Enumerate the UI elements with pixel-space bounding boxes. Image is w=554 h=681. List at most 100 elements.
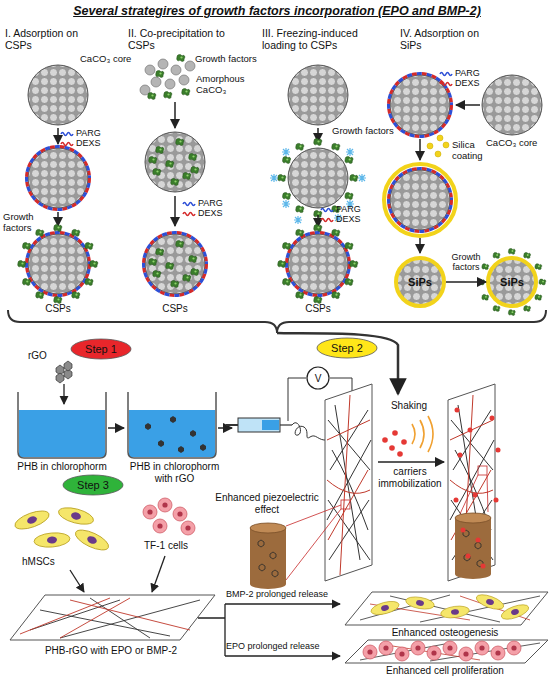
osteogenesis-mat: [360, 595, 450, 620]
panel-four: [427, 135, 449, 157]
release-label: BMP-2 prolonged release: [226, 589, 342, 599]
particle-label: CSPs: [293, 303, 343, 315]
beaker: [18, 392, 106, 458]
beaker-with-rgo: [190, 430, 196, 437]
carriers: [397, 451, 403, 457]
osteogenesis-mat: [475, 592, 506, 612]
panel-two: [174, 196, 176, 226]
tf1-cells: [143, 498, 195, 535]
process-arrow: [218, 427, 232, 429]
illustration: [448, 384, 495, 590]
process-arrow: [378, 461, 444, 463]
part-label: Growth factors: [195, 54, 267, 65]
tf1-cells: [158, 498, 172, 512]
hmsc-cells: [57, 505, 95, 528]
panel-two: [164, 92, 172, 99]
zoom-lines: [286, 505, 341, 526]
figure-title: Several strategires of growth factors in…: [0, 4, 554, 18]
panel-four: [435, 151, 441, 157]
hmsc-cells: [33, 531, 70, 548]
carriers: [494, 498, 499, 503]
legend-samples: [183, 213, 195, 216]
legend-samples: [61, 133, 73, 136]
tf1-cells: [181, 521, 195, 535]
panel-three: [346, 148, 354, 156]
osteogenesis-mat: [500, 602, 531, 622]
node-text-box: Step 2: [316, 337, 378, 359]
meter-circle: [307, 367, 329, 389]
carriers: [461, 528, 466, 533]
legend-entry: DEXS: [198, 208, 223, 218]
silica-particle: [396, 258, 444, 306]
illustration: [250, 523, 286, 589]
add-arrow: [63, 384, 64, 404]
part-label: Growth factors: [3, 212, 51, 234]
effect-label: Enhanced piezoelectric effect: [212, 492, 322, 515]
proliferation-mat: [379, 641, 393, 655]
panel-three: [288, 148, 348, 208]
panel-two: [151, 77, 161, 87]
osteogenesis-mat: [475, 592, 506, 612]
particle-label: CSPs: [33, 303, 83, 315]
outcome-label: Enhanced osteogenesis: [360, 627, 530, 639]
syringe: [238, 418, 280, 432]
legend-entry: DEXS: [76, 138, 101, 148]
step-oval: Step 3: [62, 474, 124, 496]
legend-samples: [440, 83, 452, 86]
tf1-cells: [143, 505, 157, 519]
process-arrow: [108, 427, 124, 429]
panel-four: [384, 74, 546, 316]
panel-three: [270, 174, 278, 182]
shaking-waves: [412, 424, 415, 444]
carriers: [481, 564, 486, 569]
rgo-flakes: [64, 361, 72, 371]
process-label: carriers immobilization: [372, 466, 448, 489]
panel-two: [156, 71, 164, 78]
panel-one: [57, 212, 59, 226]
panel-three: [288, 234, 348, 294]
panel-four: [482, 75, 542, 135]
particle-node: SiPs: [486, 256, 538, 308]
panel-heading: II. Co-precipitation to CSPs: [128, 27, 253, 51]
rgo-flakes: [56, 373, 64, 383]
legend-samples: [183, 203, 195, 206]
brace: [8, 310, 546, 333]
beaker-with-rgo: [128, 392, 216, 458]
beaker-with-rgo: [200, 444, 206, 451]
panel-three: [282, 148, 290, 156]
panel-four: [478, 249, 546, 316]
panel-one: [28, 148, 88, 208]
scaffold-mat: [20, 598, 110, 634]
panel-one: [18, 225, 98, 304]
zoom-lines: [460, 475, 478, 514]
proliferation-mat: [345, 640, 548, 663]
osteogenesis-mat: [440, 604, 470, 619]
osteogenesis-mat: [345, 592, 548, 625]
legend-entry: PARG: [198, 198, 223, 208]
beaker-with-rgo: [178, 446, 184, 453]
node-text: V: [315, 373, 322, 384]
panel-two: [185, 61, 195, 71]
panel-three: [288, 65, 348, 125]
panel-two: [145, 132, 205, 192]
osteogenesis-mat: [360, 595, 540, 622]
step-oval: Step 2: [316, 337, 378, 359]
carriers: [382, 437, 388, 443]
part-label: PHB in chlorophorm with rGO: [122, 461, 227, 484]
panel-two: [140, 59, 195, 95]
panel-two: [148, 93, 156, 100]
scaffold-mat: [10, 595, 215, 640]
panel-one: [27, 233, 90, 296]
carriers: [473, 493, 478, 498]
scaffold-mat: [40, 610, 170, 636]
panel-four: [437, 135, 443, 141]
osteogenesis-mat: [500, 602, 531, 622]
carriers: [458, 453, 463, 458]
seed-arrow: [152, 556, 165, 592]
voltage-wires: [288, 378, 306, 421]
panel-three: [270, 65, 366, 303]
legend-entry: DEXS: [455, 78, 480, 88]
panel-four: [443, 142, 449, 148]
panel-three: [282, 200, 290, 208]
